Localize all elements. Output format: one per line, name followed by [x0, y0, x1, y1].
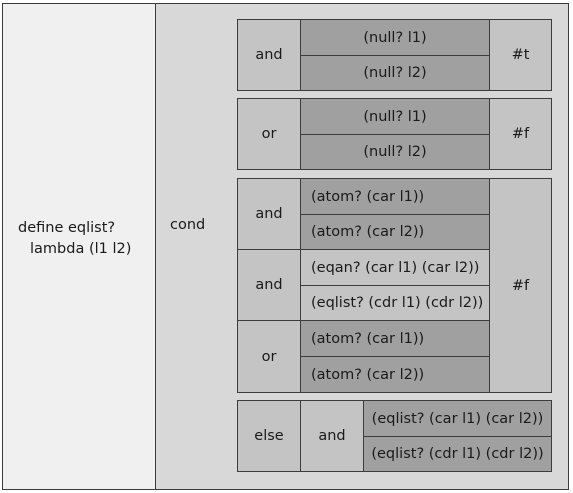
else-op: and [300, 400, 364, 472]
clause-1-result: #t [489, 19, 552, 91]
cond-label: cond [170, 217, 206, 233]
clause-3-test-2: (atom? (car l2)) [300, 214, 490, 250]
else-test-1: (eqlist? (car l1) (car l2)) [363, 400, 552, 437]
clause-3: and (atom? (car l1)) (atom? (car l2)) an… [237, 178, 552, 393]
clause-1-test-1: (null? l1) [300, 19, 490, 56]
clause-3-test-6: (atom? (car l2)) [300, 356, 490, 393]
clause-1: and (null? l1) (null? l2) #t [237, 19, 552, 91]
clause-2-test-2: (null? l2) [300, 134, 490, 170]
clause-1-op: and [237, 19, 301, 91]
clause-3-test-4: (eqlist? (cdr l1) (cdr l2)) [300, 285, 490, 321]
clause-2-op: or [237, 98, 301, 170]
else-clause: else and (eqlist? (car l1) (car l2)) (eq… [237, 400, 552, 472]
clause-3-op-1: and [237, 178, 301, 250]
clause-3-op-3: or [237, 320, 301, 393]
clause-3-test-3: (eqan? (car l1) (car l2)) [300, 249, 490, 286]
clause-3-test-5: (atom? (car l1)) [300, 320, 490, 357]
clause-2-test-1: (null? l1) [300, 98, 490, 135]
clause-3-op-2: and [237, 249, 301, 321]
clause-1-test-2: (null? l2) [300, 55, 490, 91]
else-label: else [237, 400, 301, 472]
clause-3-test-1: (atom? (car l1)) [300, 178, 490, 215]
lambda-params: lambda (l1 l2) [30, 241, 132, 257]
define-name: define eqlist? [18, 220, 116, 236]
clause-2: or (null? l1) (null? l2) #f [237, 98, 552, 170]
clause-2-result: #f [489, 98, 552, 170]
else-test-2: (eqlist? (cdr l1) (cdr l2)) [363, 436, 552, 472]
define-label: define eqlist? lambda (l1 l2) [18, 218, 131, 260]
define-panel [2, 3, 157, 490]
clause-3-result: #f [489, 178, 552, 393]
